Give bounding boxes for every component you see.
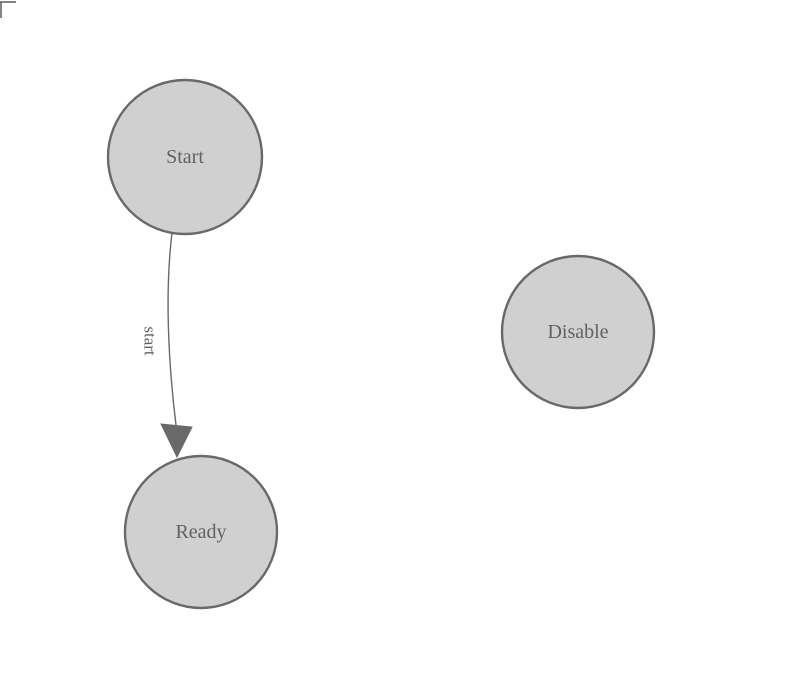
node-circle[interactable]	[123, 454, 279, 610]
edge-line	[167, 232, 177, 426]
node-label: Disable	[547, 321, 608, 343]
node-disable[interactable]: Disable	[500, 254, 656, 410]
edge-label: start	[141, 326, 160, 356]
node-circle[interactable]	[106, 78, 264, 236]
edge-arrowhead-icon	[160, 423, 193, 459]
edges-layer: start	[141, 232, 193, 459]
node-label: Start	[166, 146, 204, 168]
corner-bracket-icon	[0, 1, 16, 18]
node-label: Ready	[175, 521, 226, 543]
node-start[interactable]: Start	[106, 78, 264, 236]
node-ready[interactable]: Ready	[123, 454, 279, 610]
edge-start-to-ready[interactable]: start	[141, 232, 193, 459]
node-circle[interactable]	[500, 254, 656, 410]
